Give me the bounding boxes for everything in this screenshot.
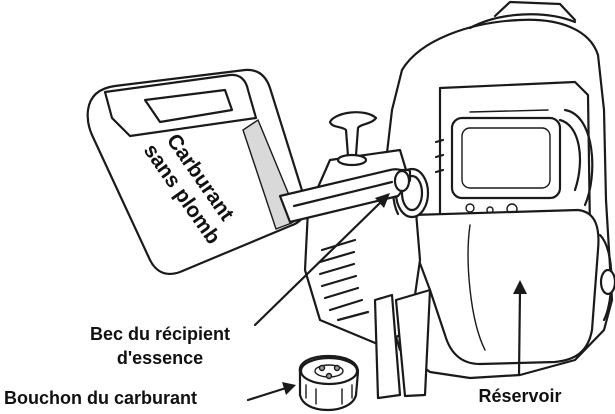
cap-callout-arrow [248, 382, 296, 400]
tank-label: Réservoir [478, 386, 561, 406]
spout-label-line2: d'essence [117, 348, 203, 368]
fuel-cap [300, 356, 358, 410]
cap-label: Bouchon du carburant [4, 388, 197, 408]
spout-label-line1: Bec du récipient [90, 324, 230, 344]
